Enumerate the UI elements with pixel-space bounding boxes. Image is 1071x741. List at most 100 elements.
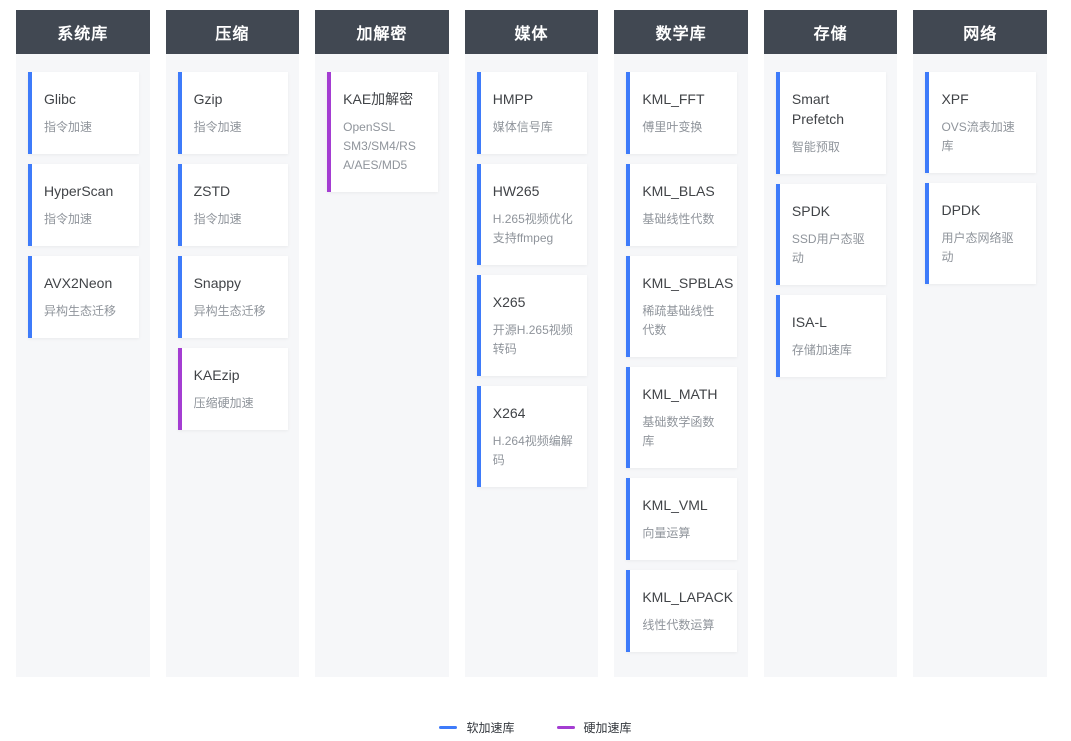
- library-name: KML_FFT: [642, 91, 705, 107]
- library-name: XPF: [941, 91, 969, 107]
- library-desc: 稀疏基础线性代数: [642, 304, 715, 337]
- library-name: KML_VML: [642, 497, 708, 513]
- library-desc: 指令加速: [193, 120, 242, 134]
- category-column-2: 加解密 KAE加解密 OpenSSL SM3/SM4/RSA/AES/MD5: [315, 10, 449, 677]
- library-desc: 基础线性代数: [642, 212, 715, 226]
- category-title: 媒体: [514, 26, 549, 43]
- legend-label: 硬加速库: [583, 721, 632, 735]
- category-header: 数学库: [614, 10, 748, 54]
- category-header: 网络: [913, 10, 1048, 54]
- category-title: 系统库: [57, 26, 109, 43]
- library-desc: 开源H.265视频转码: [492, 323, 573, 356]
- library-desc: 压缩硬加速: [193, 396, 254, 410]
- library-card[interactable]: Smart Prefetch 智能预取: [775, 72, 887, 174]
- library-name: KAE加解密: [343, 91, 414, 107]
- category-column-3: 媒体 HMPP 媒体信号库 HW265 H.265视频优化 支持ffmpeg X…: [464, 10, 599, 677]
- category-title: 加解密: [356, 26, 408, 43]
- library-desc: 基础数学函数库: [642, 415, 715, 448]
- category-title: 压缩: [215, 26, 250, 43]
- library-name: DPDK: [941, 202, 981, 218]
- category-card-list: KML_FFT 傅里叶变换 KML_BLAS 基础线性代数 KML_SPBLAS…: [614, 54, 748, 652]
- library-card[interactable]: HW265 H.265视频优化 支持ffmpeg: [476, 164, 588, 265]
- category-card-list: Smart Prefetch 智能预取 SPDK SSD用户态驱动 ISA-L …: [764, 54, 898, 377]
- category-column-6: 网络 XPF OVS流表加速库 DPDK 用户态网络驱动: [913, 10, 1048, 677]
- library-name: Gzip: [193, 91, 223, 107]
- library-desc: H.264视频编解码: [492, 434, 573, 467]
- soft-library-dash-icon: [439, 726, 458, 729]
- library-desc: 异构生态迁移: [44, 304, 117, 318]
- library-card[interactable]: X264 H.264视频编解码: [476, 386, 588, 487]
- category-card-list: KAE加解密 OpenSSL SM3/SM4/RSA/AES/MD5: [315, 54, 449, 192]
- library-card[interactable]: AVX2Neon 异构生态迁移: [28, 256, 139, 338]
- library-desc: 线性代数运算: [642, 618, 715, 632]
- library-name: Glibc: [44, 91, 76, 107]
- library-name: KML_LAPACK: [642, 589, 734, 605]
- library-card[interactable]: KAE加解密 OpenSSL SM3/SM4/RSA/AES/MD5: [327, 72, 438, 192]
- library-card[interactable]: Snappy 异构生态迁移: [177, 256, 289, 338]
- category-card-list: Gzip 指令加速 ZSTD 指令加速 Snappy 异构生态迁移 KAEzip…: [166, 54, 300, 430]
- category-title: 数学库: [655, 26, 707, 43]
- library-name: KML_SPBLAS: [642, 275, 734, 291]
- library-name: X265: [492, 294, 526, 310]
- library-name: KML_BLAS: [642, 183, 715, 199]
- library-card[interactable]: KML_BLAS 基础线性代数: [626, 164, 737, 246]
- library-desc: OpenSSL SM3/SM4/RSA/AES/MD5: [343, 120, 416, 172]
- library-card[interactable]: KML_LAPACK 线性代数运算: [626, 570, 737, 652]
- library-desc: 傅里叶变换: [642, 120, 703, 134]
- library-name: HMPP: [492, 91, 534, 107]
- library-card[interactable]: ISA-L 存储加速库: [775, 295, 887, 377]
- library-name: HW265: [492, 183, 540, 199]
- library-card[interactable]: DPDK 用户态网络驱动: [925, 183, 1037, 284]
- library-desc: 指令加速: [44, 212, 93, 226]
- library-desc: 指令加速: [193, 212, 242, 226]
- library-desc: 指令加速: [44, 120, 93, 134]
- library-desc: 异构生态迁移: [193, 304, 266, 318]
- library-card[interactable]: KML_MATH 基础数学函数库: [626, 367, 737, 468]
- library-card[interactable]: XPF OVS流表加速库: [925, 72, 1037, 173]
- category-card-list: HMPP 媒体信号库 HW265 H.265视频优化 支持ffmpeg X265…: [465, 54, 599, 487]
- library-desc: OVS流表加速库: [941, 120, 1015, 153]
- library-desc: 存储加速库: [791, 343, 852, 357]
- legend-label: 软加速库: [466, 721, 515, 735]
- category-header: 媒体: [464, 10, 599, 54]
- library-card[interactable]: Glibc 指令加速: [28, 72, 139, 154]
- library-card[interactable]: SPDK SSD用户态驱动: [775, 184, 887, 285]
- category-header: 压缩: [165, 10, 300, 54]
- library-card[interactable]: KML_SPBLAS 稀疏基础线性代数: [626, 256, 737, 357]
- library-card[interactable]: Gzip 指令加速: [177, 72, 289, 154]
- library-card[interactable]: HMPP 媒体信号库: [476, 72, 588, 154]
- library-card[interactable]: ZSTD 指令加速: [177, 164, 289, 246]
- library-desc: H.265视频优化 支持ffmpeg: [492, 212, 573, 245]
- library-card[interactable]: X265 开源H.265视频转码: [476, 275, 588, 376]
- library-card[interactable]: HyperScan 指令加速: [28, 164, 139, 246]
- library-name: KML_MATH: [642, 386, 718, 402]
- category-column-5: 存储 Smart Prefetch 智能预取 SPDK SSD用户态驱动 ISA…: [763, 10, 898, 677]
- library-card[interactable]: KAEzip 压缩硬加速: [177, 348, 289, 430]
- library-desc: 用户态网络驱动: [941, 231, 1014, 264]
- legend-item-hard: 硬加速库: [556, 719, 632, 736]
- hard-library-dash-icon: [556, 726, 575, 729]
- library-card[interactable]: KML_VML 向量运算: [626, 478, 737, 560]
- library-name: X264: [492, 405, 526, 421]
- library-name: ISA-L: [791, 314, 827, 330]
- legend: 软加速库 硬加速库: [0, 719, 1071, 736]
- board: 系统库 Glibc 指令加速 HyperScan 指令加速 AVX2Neon 异…: [16, 10, 1048, 677]
- category-title: 网络: [963, 26, 998, 43]
- category-card-list: XPF OVS流表加速库 DPDK 用户态网络驱动: [913, 54, 1047, 284]
- category-column-0: 系统库 Glibc 指令加速 HyperScan 指令加速 AVX2Neon 异…: [16, 10, 150, 677]
- category-header: 系统库: [16, 10, 150, 54]
- library-name: SPDK: [791, 203, 831, 219]
- library-card[interactable]: KML_FFT 傅里叶变换: [626, 72, 737, 154]
- library-name: AVX2Neon: [44, 275, 113, 291]
- category-title: 存储: [813, 26, 848, 43]
- category-card-list: Glibc 指令加速 HyperScan 指令加速 AVX2Neon 异构生态迁…: [16, 54, 150, 338]
- library-name: Smart Prefetch: [791, 91, 845, 127]
- library-name: HyperScan: [44, 183, 114, 199]
- library-name: ZSTD: [193, 183, 231, 199]
- category-column-4: 数学库 KML_FFT 傅里叶变换 KML_BLAS 基础线性代数 KML_SP…: [614, 10, 748, 677]
- library-desc: 智能预取: [791, 140, 840, 154]
- legend-item-soft: 软加速库: [439, 719, 515, 736]
- library-name: Snappy: [193, 275, 242, 291]
- category-header: 存储: [763, 10, 898, 54]
